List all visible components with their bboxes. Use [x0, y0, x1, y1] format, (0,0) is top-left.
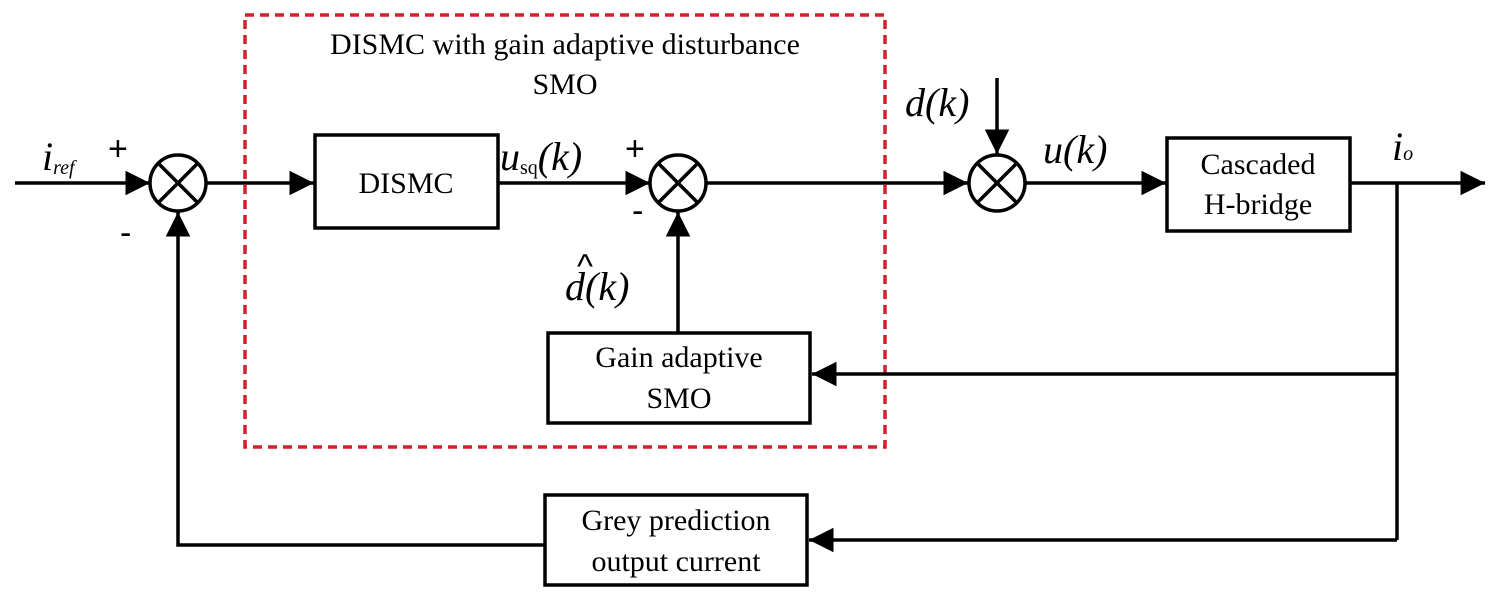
summing-junction-2	[648, 153, 708, 213]
gain-adaptive-smo-block	[546, 331, 812, 425]
summing-junction-1	[148, 153, 208, 213]
io-label: io	[1392, 124, 1413, 169]
iref-label: iref	[42, 134, 77, 179]
smo-label-line1: Gain adaptive	[595, 341, 762, 374]
cascaded-hbridge-block	[1165, 136, 1352, 233]
dhat-hat-mark: ^	[577, 248, 593, 286]
grey-label-line1: Grey prediction	[581, 504, 770, 537]
region-title-line2: SMO	[532, 68, 597, 101]
usq-label: usq(k)	[500, 134, 582, 179]
dismc-label: DISMC	[358, 167, 453, 200]
smo-label-line2: SMO	[646, 382, 711, 415]
disturbance-label: d(k)	[905, 80, 969, 125]
hbridge-label-line1: Cascaded	[1201, 148, 1316, 181]
region-title-line1: DISMC with gain adaptive disturbance	[330, 28, 800, 61]
uk-label: u(k)	[1043, 127, 1107, 172]
summing-junction-3	[967, 153, 1027, 213]
grey-label-line2: output current	[591, 545, 761, 578]
grey-to-sum1-arrow	[165, 212, 545, 547]
dismc-block	[313, 133, 500, 230]
sum1-minus-sign: -	[120, 214, 131, 252]
sum2-minus-sign: -	[632, 192, 643, 230]
hbridge-label-line2: H-bridge	[1204, 188, 1312, 221]
grey-prediction-block	[543, 493, 809, 587]
dismc-observer-region	[243, 13, 887, 449]
dhat-label: d(k)	[565, 264, 629, 309]
sum2-plus-sign: +	[625, 130, 645, 168]
sum1-plus-sign: +	[108, 130, 128, 168]
